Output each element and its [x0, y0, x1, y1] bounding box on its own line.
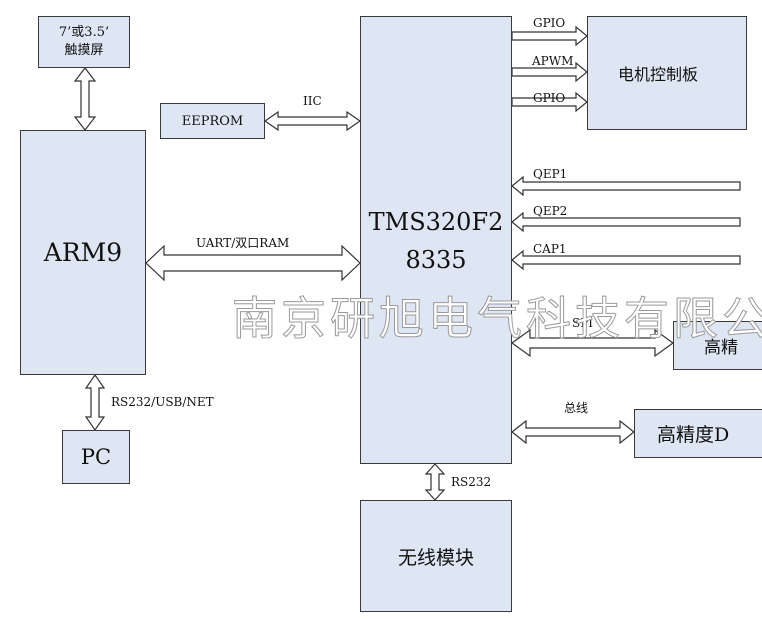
- wireless-block: 无线模块: [360, 500, 512, 612]
- watermark: 南京研旭电气科技有限公: [231, 292, 762, 346]
- rs232-arrow: [424, 463, 446, 501]
- gpio2-arrow: [511, 91, 588, 113]
- bus-arrow: [511, 419, 635, 445]
- touchscreen-label-line1: 7’或3.5’: [58, 25, 110, 40]
- gpio1-arrow: [511, 25, 588, 47]
- uart-label: UART/双口RAM: [196, 236, 290, 250]
- apwm-arrow: [511, 61, 588, 83]
- high-precision-block-1: 高精: [673, 321, 762, 370]
- rs232-usb-net-label: RS232/USB/NET: [111, 395, 214, 409]
- arm9-block: ARM9: [20, 130, 146, 375]
- qep2-arrow: [511, 211, 741, 233]
- motor-board-label: 电机控制板: [618, 65, 699, 84]
- cap1-arrow: [511, 249, 741, 271]
- arm-pc-arrow: [84, 373, 106, 432]
- motor-board-block: 电机控制板: [587, 16, 747, 130]
- touch-arm-arrow: [73, 67, 97, 131]
- dsp-block: TMS320F2 8335: [360, 16, 512, 464]
- pc-label: PC: [80, 445, 112, 469]
- arm9-label: ARM9: [43, 238, 123, 267]
- pc-block: PC: [62, 430, 130, 484]
- eeprom-label: EEPROM: [181, 113, 244, 129]
- dsp-label-line2: 8335: [405, 246, 467, 274]
- qep1-label: QEP1: [533, 167, 568, 181]
- qep1-arrow: [511, 175, 741, 197]
- eeprom-block: EEPROM: [160, 103, 265, 139]
- qep2-label: QEP2: [533, 204, 568, 218]
- touchscreen-block: 7’或3.5’ 触摸屏: [38, 16, 130, 68]
- apwm-label: APWM: [532, 54, 574, 68]
- gpio1-label: GPIO: [533, 16, 566, 30]
- high-precision-1-label: 高精: [704, 338, 738, 358]
- gpio2-label: GPIO: [533, 91, 566, 105]
- spi-label: SPI: [572, 316, 594, 330]
- wireless-label: 无线模块: [397, 546, 474, 569]
- iic-arrow: [263, 110, 362, 132]
- cap1-label: CAP1: [533, 242, 567, 256]
- high-precision-block-2: 高精度D: [634, 409, 762, 458]
- high-precision-2-label: 高精度D: [657, 424, 730, 446]
- uart-arrow: [145, 244, 361, 282]
- rs232-label: RS232: [451, 475, 492, 489]
- iic-label: IIC: [303, 94, 322, 108]
- dsp-label-line1: TMS320F2: [368, 208, 504, 236]
- bus-label: 总线: [564, 401, 589, 415]
- touchscreen-label-line2: 触摸屏: [64, 43, 104, 58]
